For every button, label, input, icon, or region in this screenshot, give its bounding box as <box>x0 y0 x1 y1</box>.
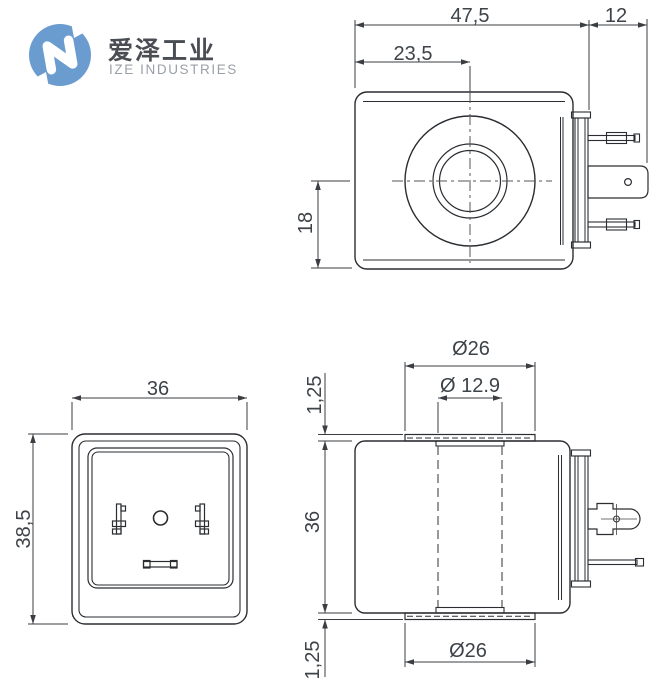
section-view-drawing <box>354 433 645 621</box>
dim-label-flange-bottom: Ø26 <box>449 640 487 662</box>
right-pin-slot <box>194 503 210 535</box>
center-pin-hole <box>152 510 169 526</box>
dim-label-flange-top: Ø26 <box>452 338 490 360</box>
dim-label-center-offset: 23,5 <box>393 43 433 65</box>
arrowheads-section-view <box>322 363 535 665</box>
dim-label-total-width: 47,5 <box>450 5 490 27</box>
dim-label-body-height: 36 <box>302 510 324 534</box>
dim-label-lip-top: 1,25 <box>304 375 326 415</box>
front-view-drawing <box>71 433 248 625</box>
dim-label-front-height: 38,5 <box>13 509 35 549</box>
logo-chinese-name: 爱泽工业 <box>108 37 217 65</box>
arrowheads-side-view <box>315 22 647 268</box>
dim-label-center-to-base: 18 <box>295 211 317 235</box>
dim-label-connector-depth: 12 <box>604 5 628 27</box>
ground-slot <box>142 559 178 569</box>
dim-label-lip-bottom: 1,25 <box>302 640 324 680</box>
company-logo: 爱泽工业 IZE INDUSTRIES <box>0 0 300 100</box>
side-view-drawing <box>354 70 649 270</box>
logo-english-name: IZE INDUSTRIES <box>109 62 238 77</box>
dim-label-front-width: 36 <box>146 378 170 400</box>
dim-label-bore: Ø 12.9 <box>439 375 501 397</box>
side-view-dimensions <box>311 19 648 269</box>
section-view-dimensions <box>318 362 536 677</box>
left-pin-slot <box>111 503 127 535</box>
ize-logo-icon <box>29 22 91 88</box>
arrowheads-front-view <box>30 395 247 624</box>
front-view-dimensions <box>28 395 248 625</box>
